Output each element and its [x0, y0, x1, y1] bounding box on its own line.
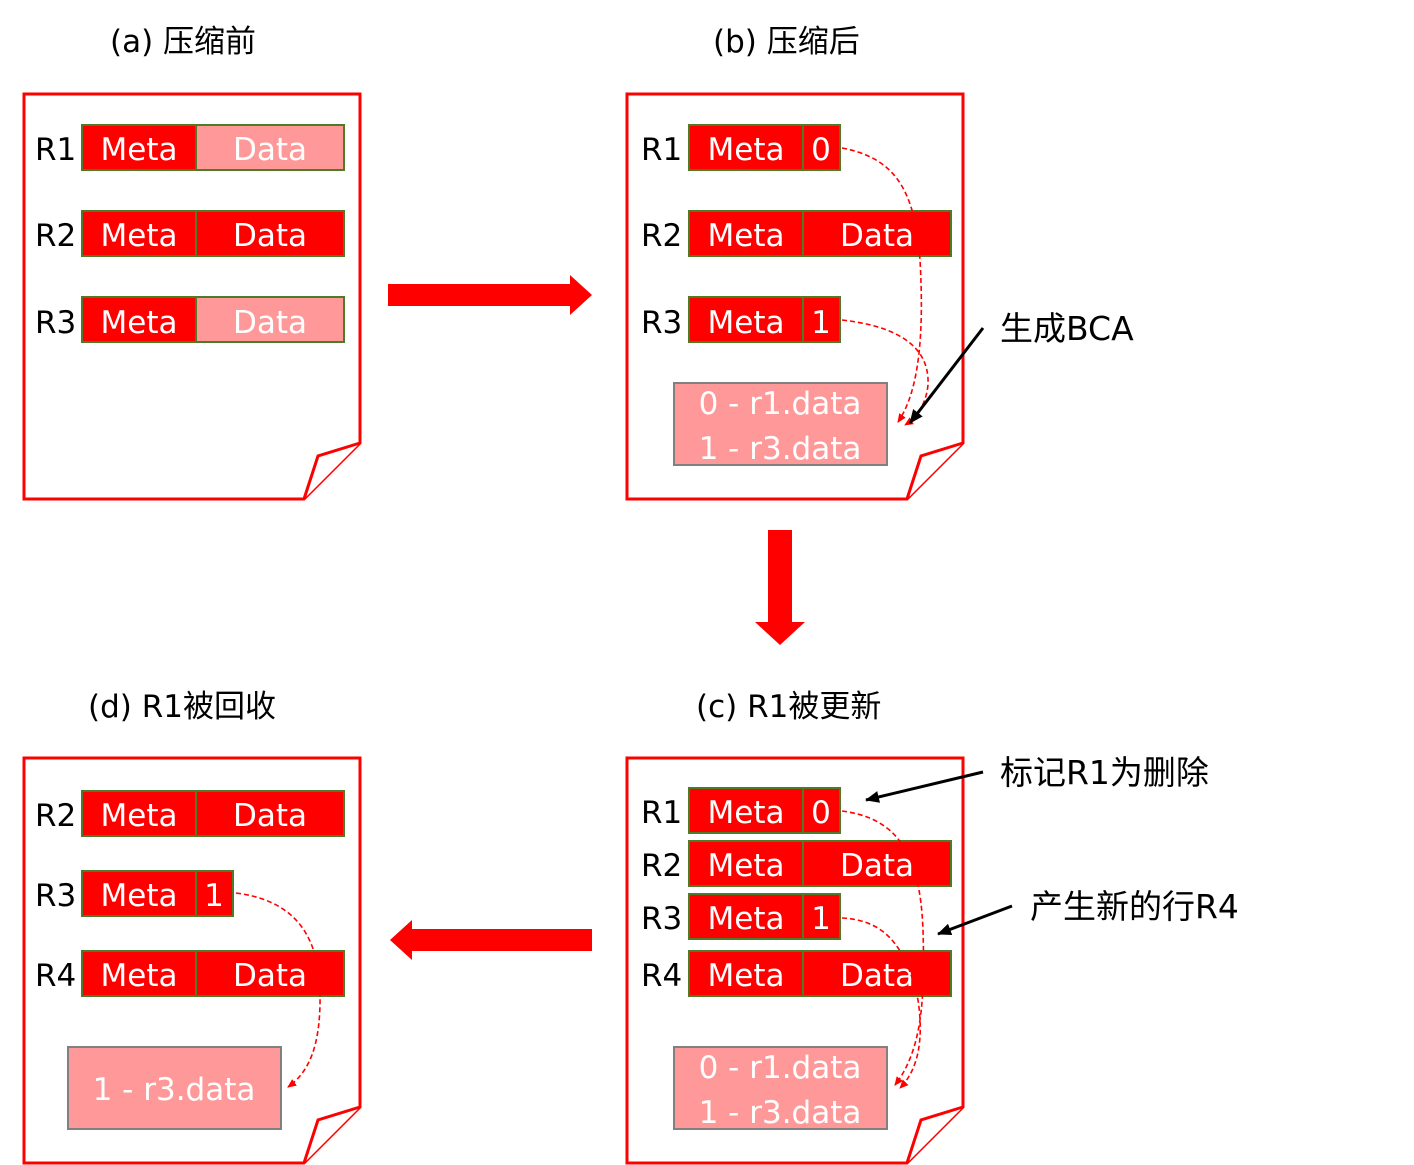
bca-entry: 0 - r1.data — [699, 1050, 862, 1086]
row-label-r2: R2 — [35, 798, 76, 834]
dashed-link-r1 — [841, 810, 925, 1086]
ref-cell — [802, 296, 841, 343]
meta-cell — [81, 296, 197, 343]
bca-block — [67, 1046, 282, 1130]
data-cell — [195, 950, 345, 997]
bca-entry: 0 - r1.data — [699, 386, 862, 422]
page-b-fold — [905, 441, 964, 500]
row-label-r4: R4 — [641, 958, 682, 994]
panel-c-title: (c) R1被更新 — [696, 689, 881, 725]
meta-label: Meta — [708, 901, 785, 937]
ref-label: 1 — [811, 901, 831, 937]
data-label: Data — [233, 305, 307, 341]
bca-entry: 1 - r3.data — [699, 431, 862, 467]
data-label: Data — [840, 848, 914, 884]
meta-cell — [688, 124, 804, 171]
panel-b-title: (b) 压缩后 — [713, 24, 860, 60]
data-cell — [802, 840, 952, 887]
ref-cell — [195, 870, 234, 917]
annotation-arrow-delete — [865, 770, 984, 803]
data-cell — [195, 210, 345, 257]
panel-a: (a) 压缩前 R1 Meta Data R2 Meta Data R3 Met… — [22, 24, 362, 501]
panel-d: (d) R1被回收 R2 Meta Data R3 Meta 1 R4 Meta… — [22, 689, 362, 1165]
row-label-r2: R2 — [641, 848, 682, 884]
meta-label: Meta — [101, 878, 178, 914]
data-cell — [802, 950, 952, 997]
bca-block — [673, 1046, 888, 1130]
meta-cell — [81, 870, 197, 917]
data-label: Data — [233, 132, 307, 168]
dashed-link-r3 — [235, 892, 321, 1088]
row-label-r3: R3 — [641, 901, 682, 937]
meta-label: Meta — [708, 305, 785, 341]
dashed-link-r3 — [841, 917, 921, 1089]
page-a-fold — [302, 441, 361, 500]
row-label-r1: R1 — [35, 132, 76, 168]
row-label-r3: R3 — [35, 305, 76, 341]
dashed-link-r1 — [841, 147, 923, 423]
ref-cell — [802, 893, 841, 940]
data-cell — [195, 790, 345, 837]
ref-label: 1 — [811, 305, 831, 341]
annotation-new-row: 产生新的行R4 — [1030, 887, 1239, 926]
meta-label: Meta — [101, 958, 178, 994]
ref-label: 0 — [811, 132, 831, 168]
meta-cell — [688, 296, 804, 343]
row-label-r3: R3 — [641, 305, 682, 341]
panel-a-title: (a) 压缩前 — [110, 24, 256, 60]
meta-label: Meta — [708, 958, 785, 994]
annotation-generate-bca: 生成BCA — [1000, 309, 1134, 348]
annotation-mark-delete: 标记R1为删除 — [1000, 753, 1209, 792]
data-label: Data — [840, 958, 914, 994]
row-label-r2: R2 — [35, 218, 76, 254]
bca-entry: 1 - r3.data — [699, 1095, 862, 1131]
meta-label: Meta — [708, 848, 785, 884]
arrow-down-icon — [755, 530, 805, 645]
data-cell — [802, 210, 952, 257]
row-label-r4: R4 — [35, 958, 76, 994]
meta-cell — [688, 210, 804, 257]
annotation-arrow-new-row — [937, 904, 1013, 936]
data-label: Data — [233, 958, 307, 994]
bca-entry: 1 - r3.data — [93, 1072, 256, 1108]
data-cell — [195, 124, 345, 171]
meta-cell — [81, 210, 197, 257]
meta-label: Meta — [101, 798, 178, 834]
row-label-r1: R1 — [641, 132, 682, 168]
ref-cell — [802, 124, 841, 171]
meta-label: Meta — [708, 132, 785, 168]
meta-cell — [688, 840, 804, 887]
arrow-left-icon — [390, 920, 592, 960]
meta-label: Meta — [708, 795, 785, 831]
panel-c: (c) R1被更新 R1 Meta 0 R2 Meta Data R3 Meta… — [625, 689, 1239, 1165]
data-label: Data — [233, 798, 307, 834]
ref-label: 1 — [204, 878, 224, 914]
annotation-arrow — [908, 327, 985, 424]
meta-cell — [81, 790, 197, 837]
meta-label: Meta — [101, 218, 178, 254]
row-label-r3: R3 — [35, 878, 76, 914]
arrow-right-icon — [388, 275, 592, 315]
data-label: Data — [840, 218, 914, 254]
meta-label: Meta — [708, 218, 785, 254]
data-label: Data — [233, 218, 307, 254]
meta-cell — [688, 893, 804, 940]
ref-cell — [802, 787, 841, 834]
panel-b: (b) 压缩后 R1 Meta 0 R2 Meta Data R3 Meta 1… — [625, 24, 1134, 501]
panel-d-title: (d) R1被回收 — [88, 689, 276, 725]
meta-label: Meta — [101, 305, 178, 341]
page-d-fold — [302, 1105, 361, 1164]
ref-label: 0 — [811, 795, 831, 831]
row-label-r1: R1 — [641, 795, 682, 831]
bca-block — [673, 382, 888, 466]
data-cell — [195, 296, 345, 343]
row-label-r2: R2 — [641, 218, 682, 254]
meta-label: Meta — [101, 132, 178, 168]
page-c-fold — [905, 1105, 964, 1164]
